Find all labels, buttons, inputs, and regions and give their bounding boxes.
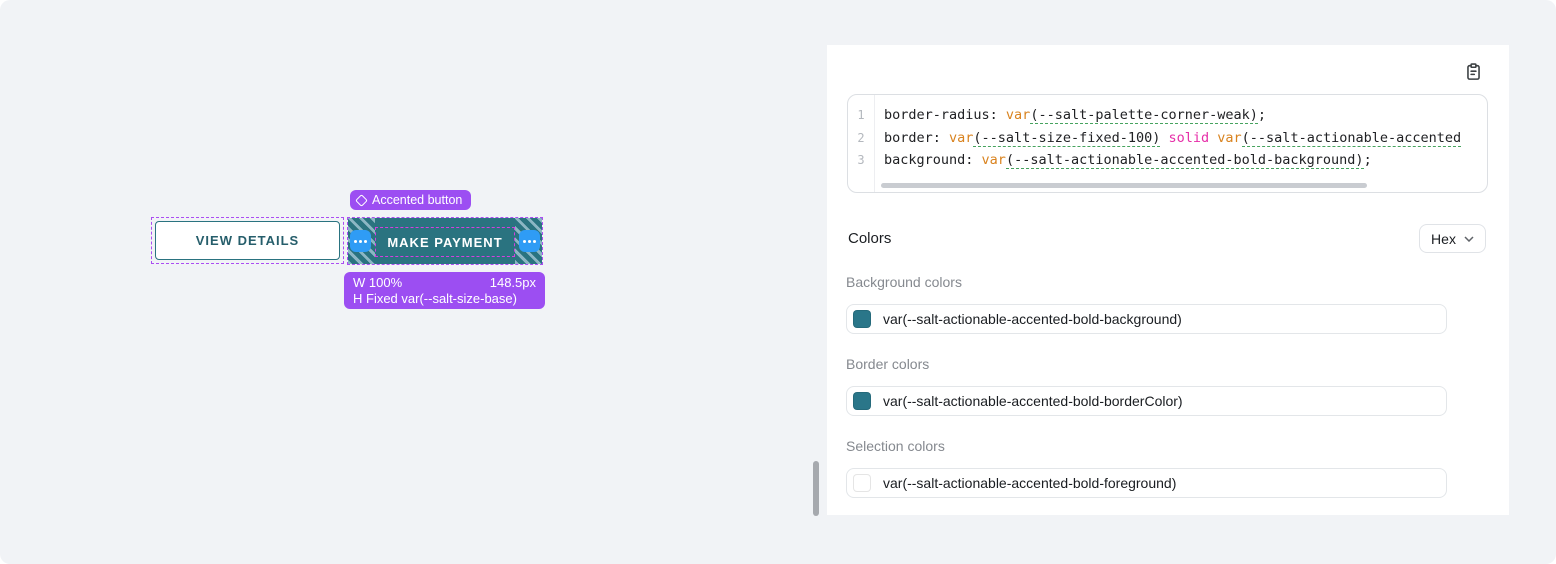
css-variable-token[interactable]: (--salt-actionable-accented — [1241, 129, 1462, 147]
code-token: ; — [1363, 152, 1372, 168]
color-group-label: Border colors — [846, 356, 930, 372]
color-group-label: Selection colors — [846, 438, 945, 454]
color-swatch — [853, 474, 871, 492]
color-value: var(--salt-actionable-accented-bold-bord… — [883, 393, 1183, 409]
copy-code-button[interactable] — [1461, 60, 1485, 84]
css-variable-token[interactable]: (--salt-palette-corner-weak) — [1030, 107, 1258, 124]
component-badge[interactable]: Accented button — [350, 190, 472, 210]
width-pixels: 148.5px — [489, 275, 536, 290]
drag-dots-icon — [359, 239, 362, 243]
make-payment-button[interactable]: MAKE PAYMENT — [348, 218, 542, 264]
code-token: var — [1005, 107, 1031, 123]
code-token: border: — [884, 129, 950, 146]
code-line: border-radius: var(--salt-palette-corner… — [884, 104, 1487, 127]
chevron-down-icon — [1464, 235, 1474, 242]
code-token: var — [949, 129, 974, 146]
color-group: Border colors var(--salt-actionable-accen… — [846, 356, 1447, 416]
code-token: solid — [1168, 129, 1210, 146]
make-payment-label: MAKE PAYMENT — [387, 234, 503, 250]
drag-dots-icon — [528, 239, 531, 243]
code-horizontal-scrollbar[interactable] — [881, 183, 1367, 188]
size-measurement-tooltip: W 100% 148.5px H Fixed var(--salt-size-b… — [344, 272, 545, 309]
code-line: border: var(--salt-size-fixed-100) solid… — [884, 127, 1487, 150]
color-row[interactable]: var(--salt-actionable-accented-bold-bord… — [846, 386, 1447, 416]
view-details-label: VIEW DETAILS — [195, 233, 300, 248]
color-value: var(--salt-actionable-accented-bold-fore… — [883, 475, 1177, 491]
code-token: background: — [884, 152, 982, 168]
component-diamond-icon — [355, 193, 368, 207]
color-format-dropdown[interactable]: Hex — [1419, 224, 1486, 253]
color-swatch — [853, 392, 871, 410]
css-variable-token[interactable]: (--salt-size-fixed-100) — [973, 129, 1161, 147]
line-number: 2 — [857, 130, 865, 145]
line-number: 3 — [857, 153, 865, 167]
code-token: var — [1217, 129, 1242, 146]
colors-section-title: Colors — [848, 230, 892, 247]
code-token: var — [981, 152, 1006, 168]
view-details-button[interactable]: VIEW DETAILS — [155, 221, 340, 260]
make-payment-selection-outline — [347, 217, 543, 265]
color-row[interactable]: var(--salt-actionable-accented-bold-back… — [846, 304, 1447, 334]
make-payment-content-box: MAKE PAYMENT — [375, 227, 515, 257]
resize-handle-left[interactable] — [350, 230, 371, 252]
color-format-value: Hex — [1431, 230, 1456, 247]
css-variable-token[interactable]: (--salt-actionable-accented-bold-backgro… — [1005, 152, 1364, 169]
component-badge-label: Accented button — [372, 193, 463, 207]
style-panel: Style 123 border-radius: var(--salt-pale… — [827, 45, 1509, 515]
code-editor-lines: border-radius: var(--salt-palette-corner… — [875, 95, 1487, 192]
color-swatch — [853, 310, 871, 328]
code-token: border-radius: — [884, 107, 1006, 123]
resize-handle-right[interactable] — [519, 230, 540, 252]
clipboard-icon — [1466, 63, 1480, 80]
height-value: H Fixed var(--salt-size-base) — [353, 290, 517, 306]
line-number: 1 — [857, 108, 865, 122]
color-groups: Background colors var(--salt-actionable-a… — [846, 274, 1447, 520]
view-details-selection-outline — [151, 217, 344, 264]
code-line-numbers: 1 2 3 — [848, 95, 875, 192]
code-line: background: var(--salt-actionable-accent… — [884, 149, 1487, 172]
width-value: W 100% — [353, 275, 403, 290]
color-group-label: Background colors — [846, 274, 962, 290]
color-group: Background colors var(--salt-actionable-a… — [846, 274, 1447, 334]
color-value: var(--salt-actionable-accented-bold-back… — [883, 311, 1182, 327]
code-token: ; — [1257, 107, 1267, 123]
page-vertical-scrollbar[interactable] — [813, 461, 819, 516]
code-token — [1160, 130, 1168, 146]
color-row[interactable]: var(--salt-actionable-accented-bold-fore… — [846, 468, 1447, 498]
color-group: Selection colors var(--salt-actionable-ac… — [846, 438, 1447, 498]
